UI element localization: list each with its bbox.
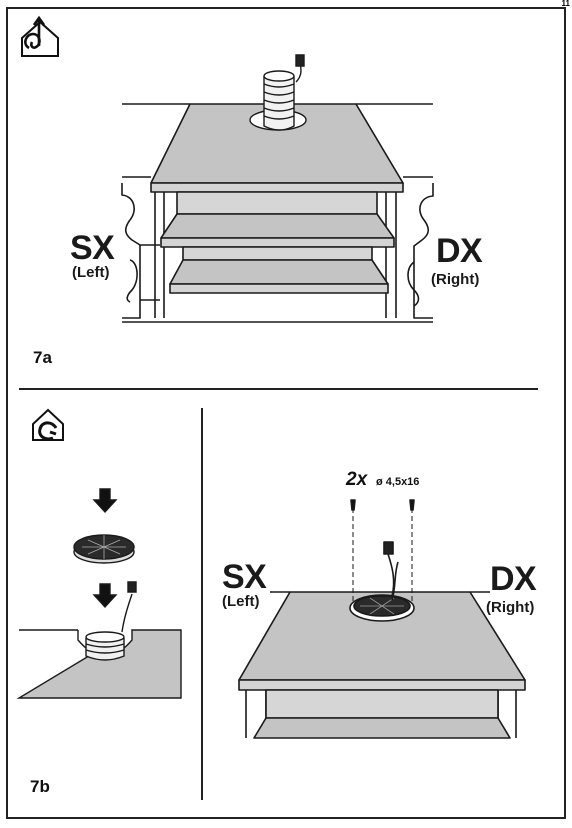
left-side-label-7b: (Left): [222, 593, 260, 610]
house-ducted-icon: [21, 15, 59, 57]
left-side-code-7a: SX: [70, 229, 115, 267]
left-side-label-7a: (Left): [72, 264, 110, 281]
page-number: 11: [561, 0, 570, 8]
right-side-label-7b: (Right): [486, 599, 535, 616]
house-recirculation-icon: [32, 408, 64, 441]
screw-count: 2x: [346, 469, 368, 490]
right-side-label-7a: (Right): [431, 271, 480, 288]
cabinet-7a: [121, 103, 434, 323]
right-side-code-7b: DX: [490, 560, 537, 598]
left-side-code-7b: SX: [222, 558, 267, 596]
step-label-7b: 7b: [30, 777, 50, 796]
right-side-code-7a: DX: [436, 232, 483, 270]
cabinet-7b: [238, 499, 526, 739]
screw-size: ø 4,5x16: [376, 476, 420, 488]
duct-coil-7a: [249, 54, 307, 131]
filter-install-7b: [16, 488, 182, 699]
step-label-7a: 7a: [33, 348, 52, 367]
